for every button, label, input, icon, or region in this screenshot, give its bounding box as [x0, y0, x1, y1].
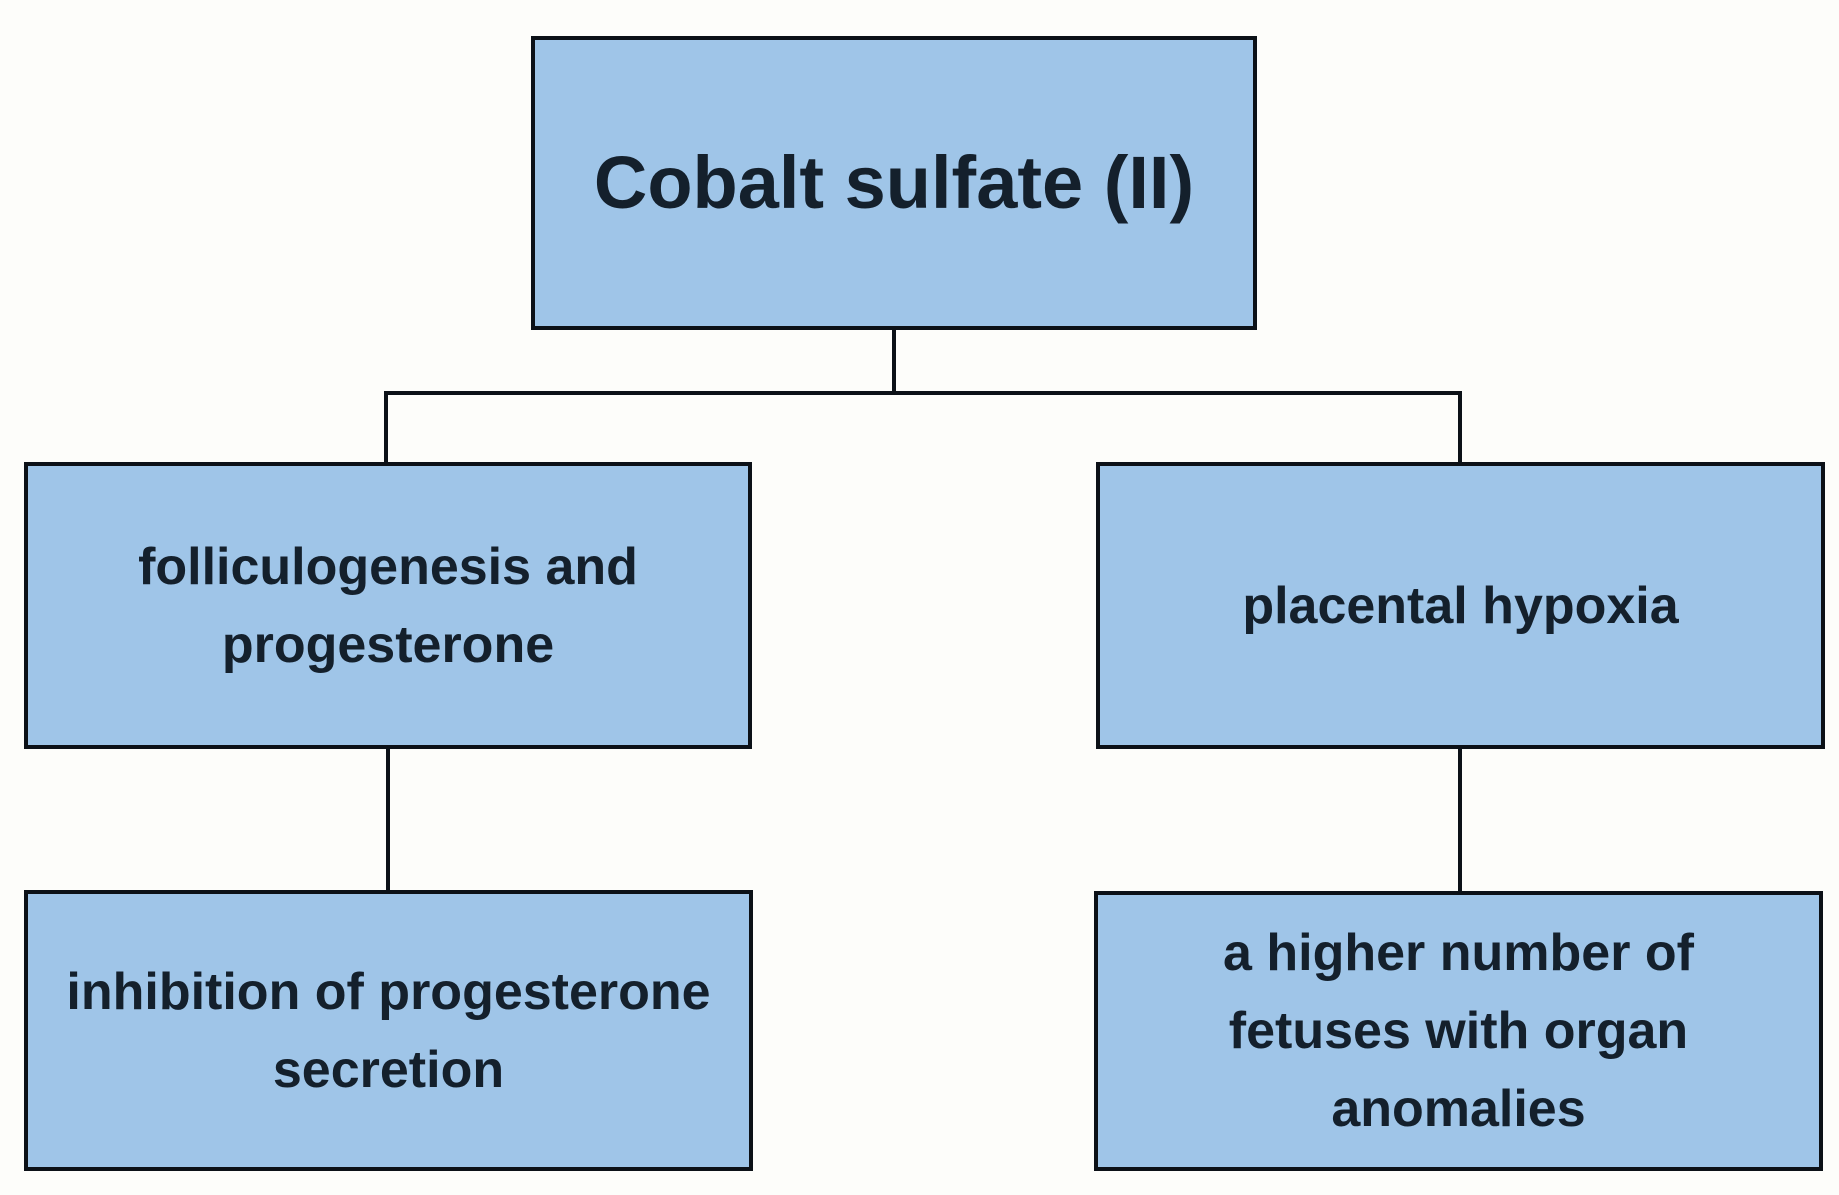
connector-right-column-stem	[1458, 747, 1462, 894]
node-cobalt-sulfate: Cobalt sulfate (II)	[531, 36, 1257, 330]
connector-drop-right	[1458, 391, 1462, 466]
node-inhibition-progesterone-secretion: inhibition of progesterone secretion	[24, 890, 753, 1171]
node-placental-hypoxia: placental hypoxia	[1096, 462, 1825, 749]
node-placental-hypoxia-label: placental hypoxia	[1242, 576, 1679, 635]
connector-root-stem	[892, 328, 896, 394]
node-inhibition-progesterone-secretion-label: inhibition of progesterone secretion	[66, 962, 711, 1099]
node-folliculogenesis-progesterone-label: folliculogenesis and progesterone	[138, 537, 638, 674]
node-cobalt-sulfate-label: Cobalt sulfate (II)	[593, 140, 1195, 224]
connector-branch-crossbar	[384, 391, 1462, 395]
node-folliculogenesis-progesterone: folliculogenesis and progesterone	[24, 462, 752, 749]
connector-drop-left	[384, 391, 388, 466]
node-fetuses-organ-anomalies: a higher number of fetuses with organ an…	[1094, 891, 1823, 1171]
connector-left-column-stem	[386, 747, 390, 893]
node-fetuses-organ-anomalies-label: a higher number of fetuses with organ an…	[1223, 924, 1694, 1138]
